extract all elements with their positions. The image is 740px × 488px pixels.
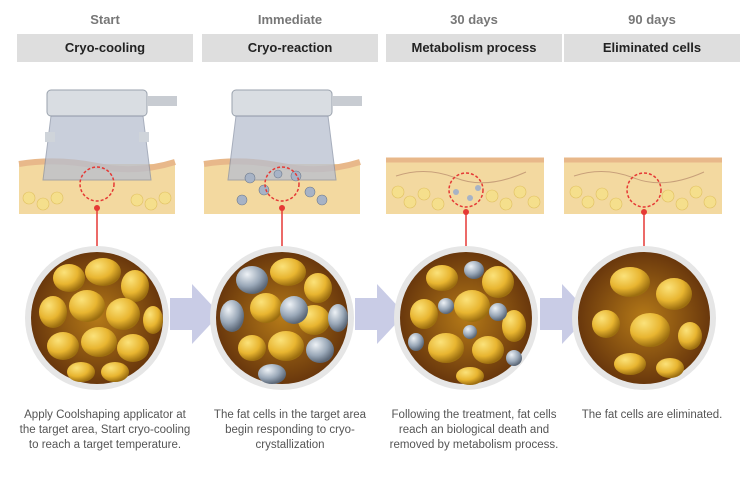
target-area-marker <box>626 172 662 208</box>
metabolism-illustration <box>386 157 544 390</box>
stage-title-header: Eliminated cells <box>564 34 740 62</box>
stage-time-label: 90 days <box>628 12 676 27</box>
stage-description: The fat cells in the target area begin r… <box>213 409 367 451</box>
stage-title-header: Cryo-cooling <box>17 34 193 62</box>
stage-time-label: Immediate <box>257 12 323 27</box>
stage-description: The fat cells are eliminated. <box>581 409 723 421</box>
stage-description: Following the treatment, fat cells reach… <box>389 409 559 451</box>
stage-title-header: Metabolism process <box>386 34 562 62</box>
stage-time-label: 30 days <box>450 12 498 27</box>
progress-arrow-icon <box>170 284 220 344</box>
cryo-cooling-illustration <box>18 89 177 390</box>
stage-description: Apply Coolshaping applicator at the targ… <box>19 409 191 451</box>
stage-time-label: Start <box>90 12 120 27</box>
target-area-marker <box>448 172 484 208</box>
stage-title-header: Cryo-reaction <box>202 34 378 62</box>
progress-arrow-icon <box>355 284 405 344</box>
target-area-marker <box>79 166 115 202</box>
target-area-marker <box>264 166 300 202</box>
eliminated-cells-illustration <box>564 157 722 390</box>
cryo-reaction-illustration <box>203 89 362 390</box>
progress-arrow-icon <box>540 284 590 344</box>
